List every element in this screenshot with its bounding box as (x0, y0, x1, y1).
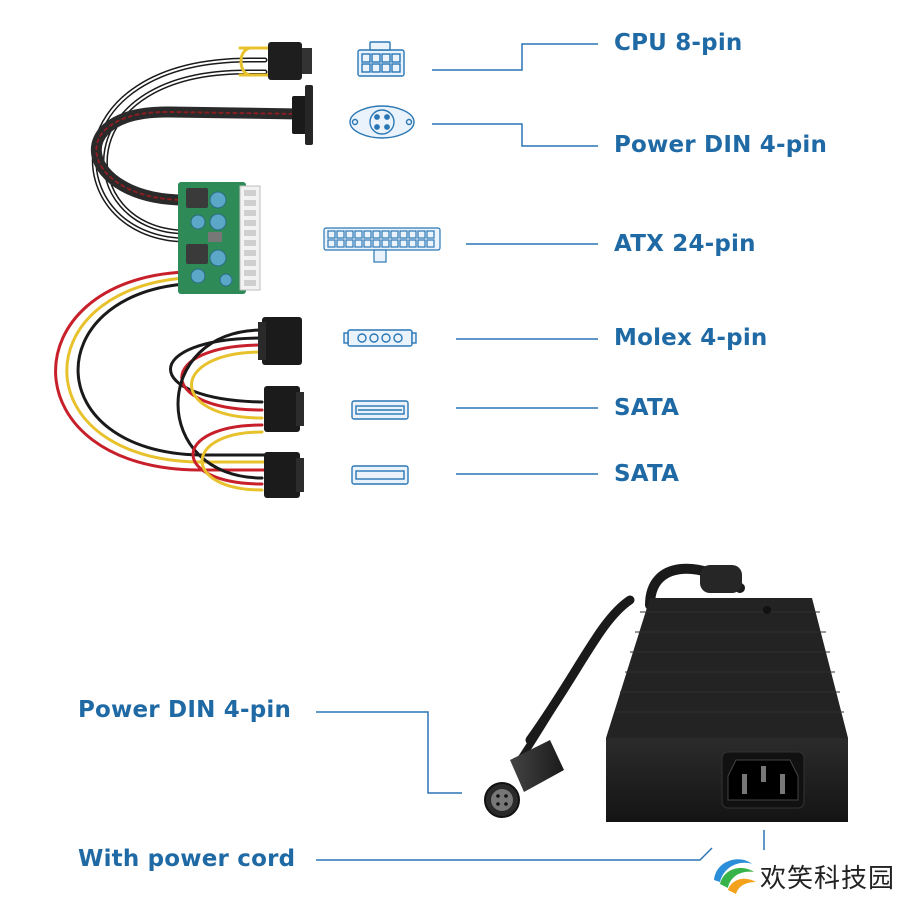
leader-power-din-bottom (316, 711, 462, 794)
watermark-text: 欢笑科技园 (760, 864, 896, 894)
leader-power-din-top (432, 123, 598, 147)
cpu-8pin-icon (357, 41, 405, 77)
power-adapter (484, 563, 848, 850)
label-sata-2: SATA (614, 461, 680, 487)
label-power-cord: With power cord (78, 846, 296, 872)
leader-power-cord (316, 847, 713, 861)
label-power-din-top: Power DIN 4-pin (614, 132, 828, 158)
adapter-din-plug (484, 740, 564, 818)
sata-plug-1 (264, 386, 304, 432)
cable-harness (54, 46, 306, 492)
watermark-logo-icon (714, 859, 756, 894)
pcb-board (178, 182, 261, 294)
label-molex-4pin: Molex 4-pin (614, 325, 768, 351)
label-sata-1: SATA (614, 395, 680, 421)
power-din-plug (292, 85, 313, 145)
sata-plug-2 (264, 452, 304, 498)
power-din-icon (349, 105, 415, 139)
leader-lines (316, 43, 713, 861)
molex-4pin-icon (343, 329, 417, 347)
molex-plug (258, 317, 302, 365)
sata-icon-1 (351, 400, 409, 420)
label-atx-24pin: ATX 24-pin (614, 231, 756, 257)
label-cpu-8pin: CPU 8-pin (614, 30, 743, 56)
atx-24pin-icon (323, 227, 441, 263)
leader-cpu (432, 43, 598, 71)
sata-icon-2 (351, 465, 409, 485)
cpu-8pin-plug (268, 42, 312, 80)
label-power-din-bottom: Power DIN 4-pin (78, 697, 292, 723)
